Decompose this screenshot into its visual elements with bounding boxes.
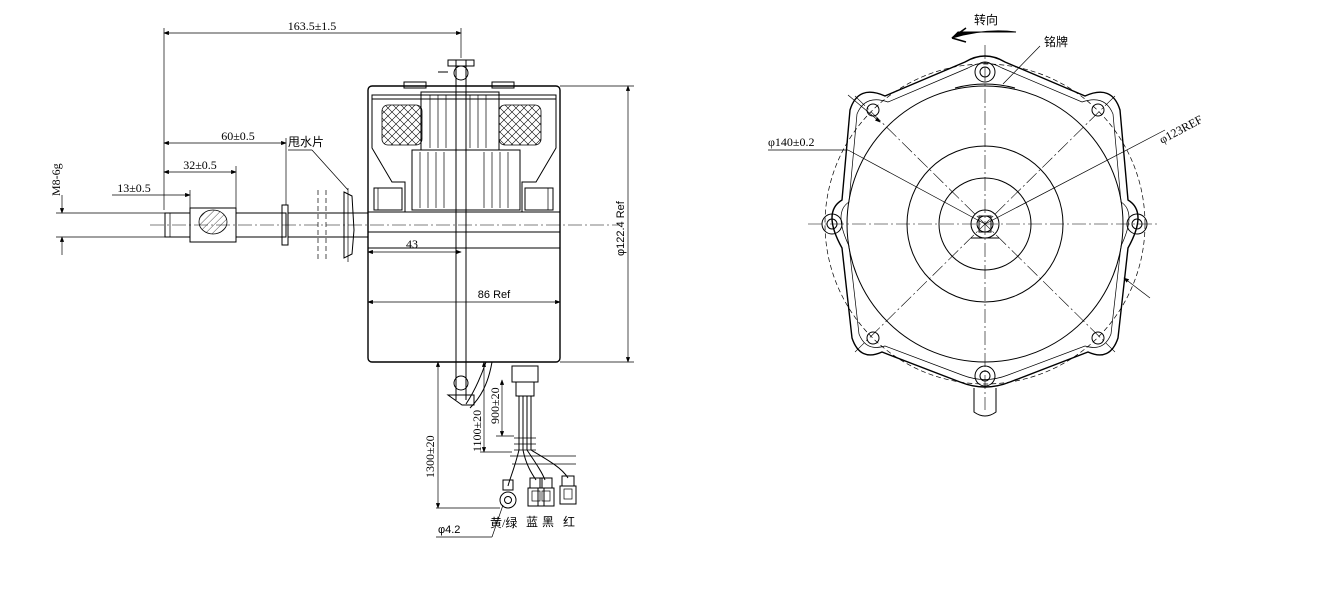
motor-housing bbox=[367, 59, 561, 409]
flange-outline bbox=[831, 55, 1139, 388]
end-view: 铭牌 转向 φ140±0.2 φ123REF bbox=[768, 12, 1205, 417]
dim-body-43: 43 bbox=[406, 237, 418, 251]
rotation-arrow-icon bbox=[951, 27, 1017, 43]
mount-hole-left bbox=[821, 213, 843, 235]
dim-thread-spec: M8-6g bbox=[49, 163, 63, 196]
mount-hole-bottom bbox=[974, 365, 996, 387]
nameplate-arc bbox=[954, 83, 1016, 89]
hub-circle bbox=[938, 177, 1032, 271]
label-water-slinger: 甩水片 bbox=[288, 135, 324, 149]
cable-exit bbox=[973, 388, 997, 417]
water-slinger bbox=[343, 191, 355, 259]
winding-left bbox=[381, 104, 423, 146]
ref-circle-outer bbox=[824, 63, 1146, 385]
housing-circle bbox=[846, 85, 1124, 363]
lead-wires bbox=[507, 396, 576, 487]
hole-tr bbox=[1091, 103, 1105, 117]
ring-terminal bbox=[499, 479, 517, 509]
dim-flat-length: 32±0.5 bbox=[183, 158, 217, 172]
shaft-end bbox=[970, 209, 1000, 239]
shaft bbox=[164, 190, 369, 260]
dim-mount-circle: φ140±0.2 bbox=[768, 135, 815, 149]
dim-body-diameter: φ122.4 Ref bbox=[615, 200, 627, 256]
connector-red bbox=[559, 475, 577, 505]
hole-bl bbox=[866, 331, 880, 345]
connector-blue bbox=[527, 477, 545, 507]
inner-circle bbox=[906, 145, 1064, 303]
dim-lead-1300: 1300±20 bbox=[423, 435, 437, 478]
bottom-bolt-icon bbox=[453, 375, 469, 391]
dim-body-86: 86 Ref bbox=[478, 289, 511, 301]
dim-shaft-length: 60±0.5 bbox=[221, 129, 255, 143]
winding-right bbox=[498, 104, 542, 146]
label-wire-blue: 蓝 bbox=[526, 515, 538, 529]
dim-lead-1100: 1100±20 bbox=[470, 410, 484, 452]
label-rotation: 转向 bbox=[974, 12, 998, 27]
dim-overall-length: 163.5±1.5 bbox=[288, 19, 337, 33]
dim-lead-900: 900±20 bbox=[488, 387, 502, 424]
dim-ref-circle: φ123REF bbox=[1157, 112, 1205, 147]
dim-thread-length: 13±0.5 bbox=[117, 181, 151, 195]
label-wire-black: 黑 bbox=[542, 515, 554, 529]
hole-br bbox=[1091, 331, 1105, 345]
label-wire-red: 红 bbox=[563, 514, 575, 529]
label-wire-yellow-green: 黄/绿 bbox=[490, 515, 517, 530]
connector-black bbox=[537, 477, 555, 507]
dim-ring-terminal: φ4.2 bbox=[438, 524, 460, 536]
mount-hole-right bbox=[1126, 213, 1148, 235]
shaft-flat-section bbox=[198, 209, 228, 235]
mount-hole-top bbox=[974, 61, 996, 83]
label-nameplate: 铭牌 bbox=[1044, 34, 1068, 49]
side-view: 163.5±1.5 60±0.5 32±0.5 13±0.5 M8-6g 甩水片… bbox=[49, 19, 634, 538]
hole-tl bbox=[866, 103, 880, 117]
